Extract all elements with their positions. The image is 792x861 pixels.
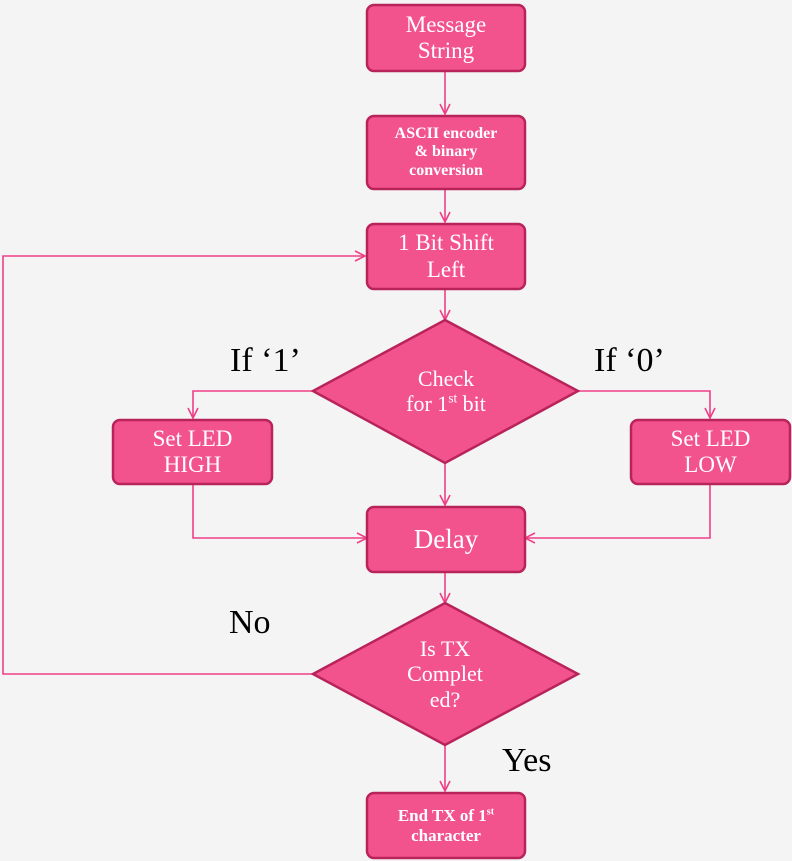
set-led-high-label: Set LED HIGH <box>152 425 233 477</box>
edge-label-if-one: If ‘1’ <box>230 342 301 379</box>
edge-check-to-high <box>193 390 313 418</box>
node-message-string <box>365 3 527 73</box>
node-delay <box>365 505 527 574</box>
node-set-led-high <box>111 418 274 486</box>
node-is-tx-completed <box>310 601 581 747</box>
check-bit-line2: for 1st bit <box>406 390 486 416</box>
bit-shift-label: 1 Bit Shift Left <box>398 230 494 282</box>
node-set-led-low <box>629 418 792 486</box>
end-tx-line2: character <box>411 825 481 845</box>
edge-label-yes: Yes <box>502 742 552 779</box>
end-tx-line1: End TX of 1st <box>397 805 495 825</box>
node-check-bit <box>310 318 581 465</box>
edge-check-to-low <box>578 390 710 418</box>
set-led-low-label: Set LED LOW <box>670 425 751 477</box>
node-bit-shift <box>365 222 527 291</box>
end-tx-label: End TX of 1st character <box>367 793 525 858</box>
check-bit-label: Check for 1st bit <box>353 355 539 427</box>
is-tx-completed-label: Is TX Complet ed? <box>407 636 483 712</box>
edge-label-no: No <box>229 604 271 641</box>
edge-high-to-delay <box>192 484 367 538</box>
node-end-tx <box>365 791 527 860</box>
edge-label-if-zero: If ‘0’ <box>594 342 665 379</box>
ascii-encoder-label: ASCII encoder & binary conversion <box>394 124 498 179</box>
edge-no-loop-to-shift <box>2 256 365 675</box>
check-bit-line1: Check <box>417 365 475 391</box>
node-ascii-encoder <box>365 114 527 191</box>
delay-label: Delay <box>413 523 479 554</box>
edge-low-to-delay <box>525 484 711 538</box>
message-string-label: Message String <box>405 11 487 63</box>
